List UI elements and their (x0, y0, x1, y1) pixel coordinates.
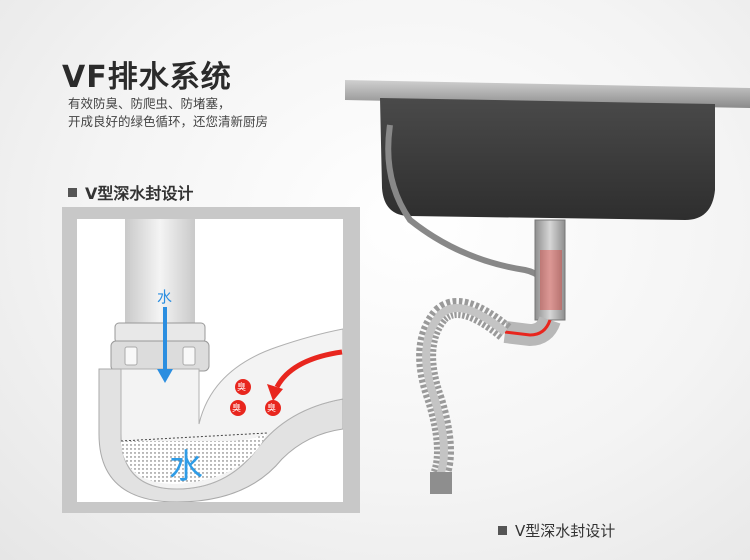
odor-arrow-icon (267, 384, 283, 401)
page-title: VF排水系统 (62, 60, 232, 95)
sink-illustration (345, 80, 750, 494)
odor-arrow-shaft (274, 349, 343, 389)
drain-pipe (534, 219, 566, 321)
odor-label: 臭 (237, 383, 247, 393)
water-trap-label: 水 (169, 447, 203, 487)
sink-bowl (380, 98, 715, 220)
trap-diagram-canvas: 水 水 臭 臭 臭 (77, 219, 343, 502)
square-bullet-icon (68, 187, 77, 197)
hose-end (430, 472, 452, 494)
diagram-section-text: V型深水封设计 (85, 184, 194, 203)
diagram-section-label: V型深水封设计 (68, 180, 193, 204)
water-down-label: 水 (157, 288, 173, 306)
trap-diagram (98, 219, 343, 502)
corrugated-hose (416, 298, 512, 479)
pipe-nut (114, 322, 206, 344)
odor-label: 臭 (267, 404, 277, 414)
subtitle-line-1: 有效防臭、防爬虫、防堵塞， (68, 96, 231, 111)
square-bullet-icon (498, 526, 507, 535)
photo-caption-text: V型深水封设计 (515, 522, 616, 540)
odor-label: 臭 (232, 404, 242, 414)
inlet-pipe (125, 219, 195, 334)
subtitle-line-2: 开成良好的绿色循环，还您清新厨房 (68, 114, 269, 129)
photo-caption: V型深水封设计 (498, 520, 615, 541)
water-down-arrow-icon (157, 369, 173, 383)
trap-diagram-frame: 水 水 臭 臭 臭 (62, 207, 360, 513)
trap-water (121, 433, 267, 484)
